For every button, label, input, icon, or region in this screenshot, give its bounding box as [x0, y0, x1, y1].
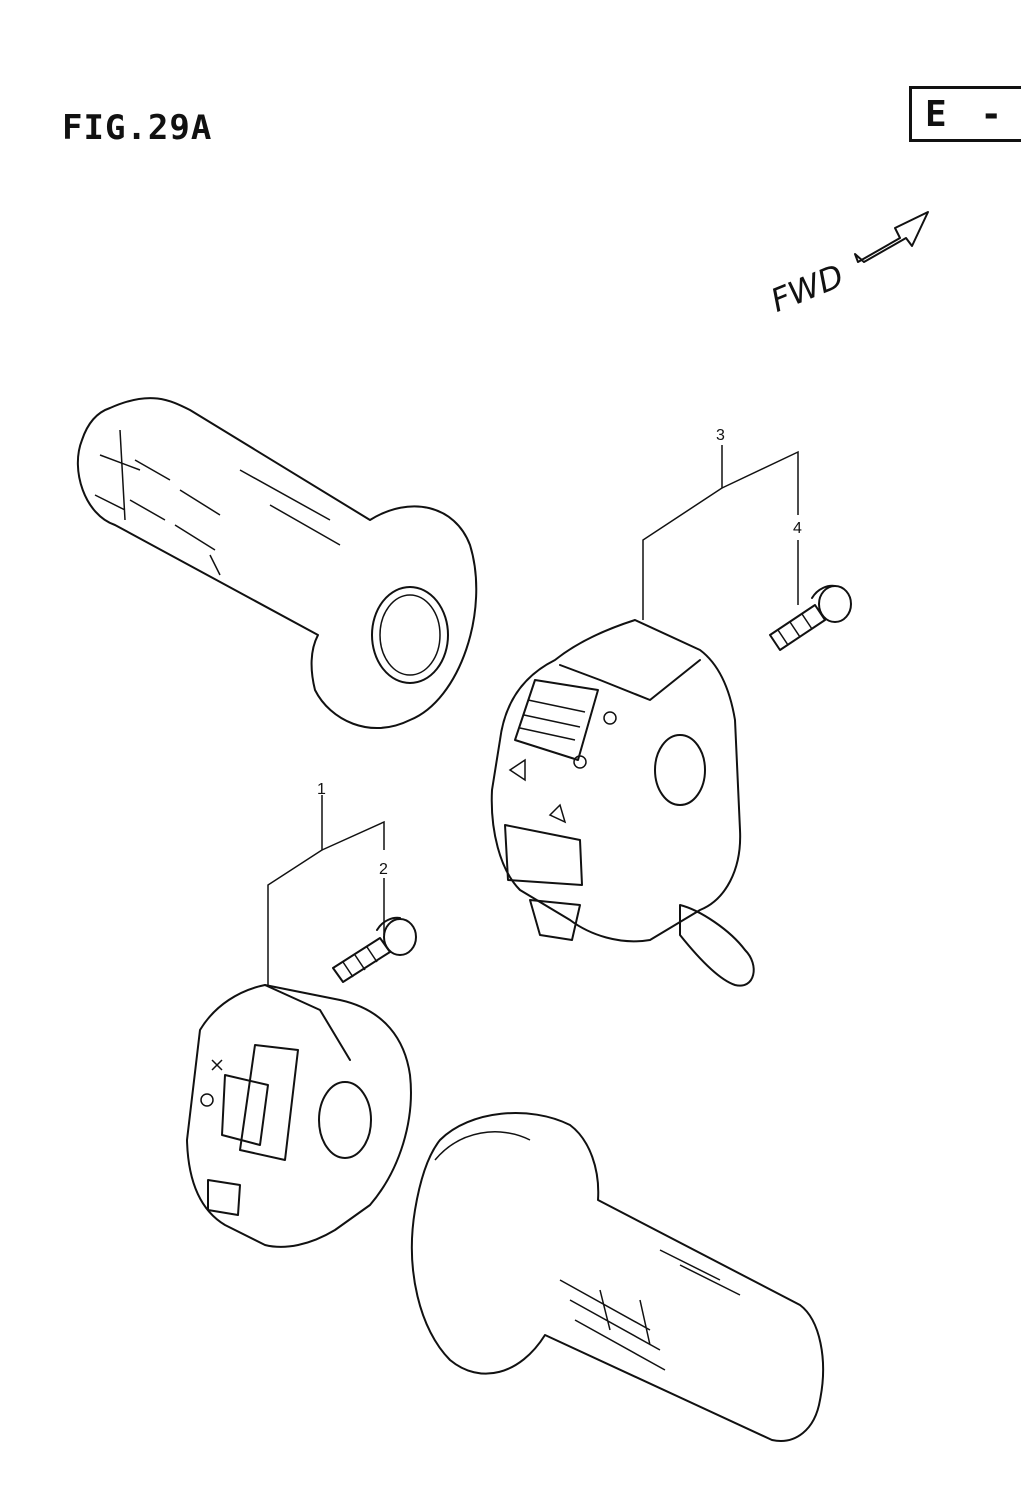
callout-4: 4 [793, 520, 802, 537]
callout-3: 3 [716, 427, 725, 444]
grip-upper-left [76, 397, 478, 729]
screw-part-2 [332, 916, 417, 983]
figure-title: FIG.29A [62, 108, 213, 148]
forward-arrow-icon [854, 211, 929, 263]
screw-part-4 [769, 584, 852, 651]
fwd-label: FWD [765, 257, 848, 320]
right-switch-housing [490, 619, 755, 987]
left-switch-housing [186, 984, 412, 1248]
callout-1: 1 [317, 781, 326, 798]
section-label: E - [925, 94, 1009, 135]
section-box [909, 86, 1021, 142]
leader-lines [267, 445, 799, 985]
grip-lower-right [410, 1112, 825, 1442]
horn-icon [200, 1059, 223, 1107]
headlight-icon [573, 711, 617, 769]
fwd-indicator: FWD [765, 211, 929, 320]
turn-signal-icon [508, 758, 567, 824]
callout-2: 2 [379, 861, 388, 878]
